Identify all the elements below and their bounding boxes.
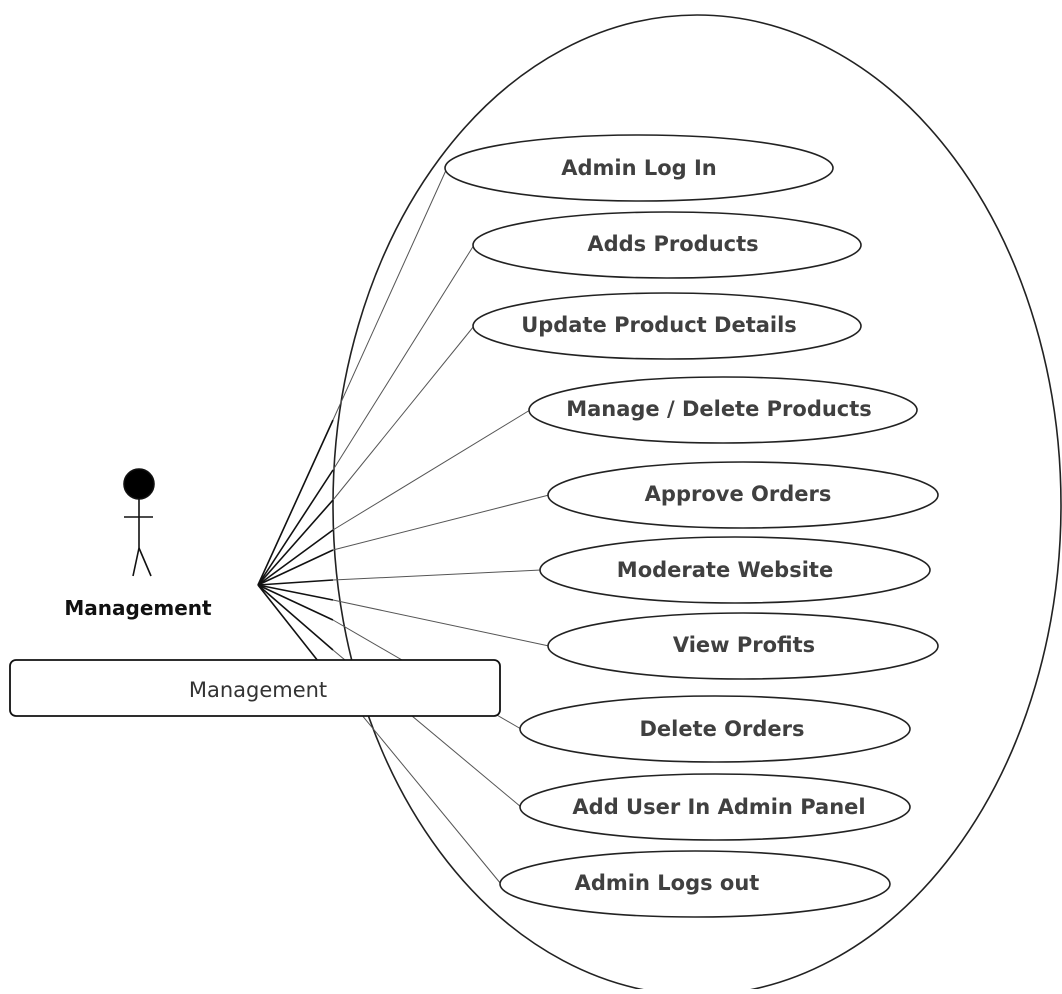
association-line-inner	[257, 579, 334, 586]
association-line-inner	[257, 419, 334, 586]
association-line-outer	[332, 244, 475, 471]
association-line-outer	[332, 409, 531, 531]
actor-name-box-label: Management	[189, 678, 327, 702]
use-case-manage-delete-products[interactable]: Manage / Delete Products	[528, 376, 918, 444]
association-line-outer	[332, 599, 550, 647]
use-case-label: Admin Log In	[561, 156, 717, 180]
association-line-inner	[257, 529, 334, 586]
association-line-inner	[257, 584, 334, 601]
use-case-update-product-details[interactable]: Update Product Details	[472, 292, 862, 360]
use-case-approve-orders[interactable]: Approve Orders	[547, 461, 939, 529]
association-line-outer	[332, 167, 448, 421]
association-line-inner	[257, 469, 334, 586]
use-case-add-user-in-admin-panel[interactable]: Add User In Admin Panel	[519, 773, 911, 841]
use-case-label: Adds Products	[587, 232, 758, 256]
system-boundary	[332, 14, 1062, 994]
stick-figure-icon	[123, 468, 155, 577]
use-case-admin-log-in[interactable]: Admin Log In	[444, 134, 834, 202]
association-line-inner	[257, 584, 334, 651]
use-case-label: Add User In Admin Panel	[572, 795, 865, 819]
association-line-inner	[257, 549, 334, 586]
association-lines	[257, 167, 550, 885]
use-case-adds-products[interactable]: Adds Products	[472, 211, 862, 279]
actor-label: Management	[64, 596, 212, 620]
association-line-outer	[332, 325, 475, 501]
use-case-view-profits[interactable]: View Profits	[547, 612, 939, 680]
use-case-label: Manage / Delete Products	[566, 397, 872, 421]
use-case-label: View Profits	[673, 633, 815, 657]
association-line-outer	[332, 569, 542, 581]
use-case-label: Approve Orders	[645, 482, 832, 506]
use-case-moderate-website[interactable]: Moderate Website	[539, 536, 931, 604]
association-line-outer	[332, 494, 550, 551]
association-line-inner	[257, 499, 334, 586]
use-case-admin-logs-out[interactable]: Admin Logs out	[499, 850, 891, 918]
use-case-label: Delete Orders	[639, 717, 804, 741]
actor-name-box: Management	[9, 659, 501, 717]
use-case-label: Update Product Details	[521, 313, 797, 337]
use-case-group: Admin Log In Adds Products Update Produc…	[444, 134, 939, 918]
use-case-delete-orders[interactable]: Delete Orders	[519, 695, 911, 763]
association-line-inner	[257, 584, 334, 621]
actor-management[interactable]: Management	[64, 468, 212, 620]
use-case-label: Moderate Website	[617, 558, 833, 582]
use-case-label: Admin Logs out	[575, 871, 760, 895]
